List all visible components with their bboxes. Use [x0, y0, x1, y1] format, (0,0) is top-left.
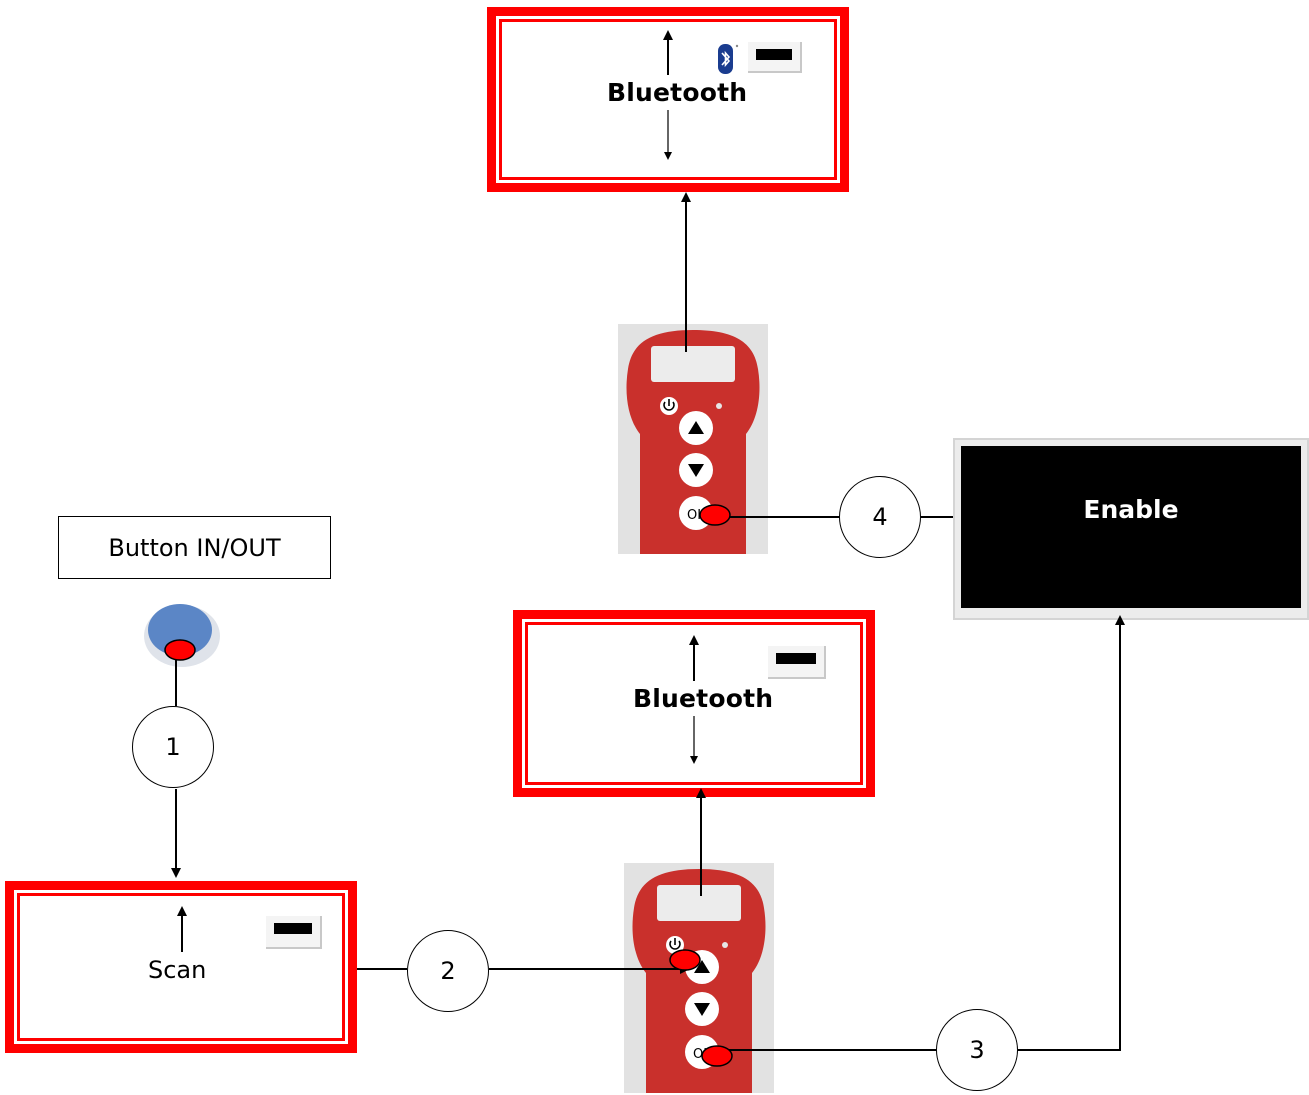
step-number: 3: [969, 1036, 985, 1064]
step-number: 1: [165, 733, 181, 761]
step-3-circle: 3: [936, 1009, 1018, 1091]
button-inout-label: Button IN/OUT: [108, 533, 281, 562]
press-marker: [699, 504, 731, 526]
middle-bluetooth-label: Bluetooth: [633, 684, 774, 713]
frame-inner-line: [499, 19, 837, 180]
frame-inner-line: [17, 893, 345, 1041]
power-icon: [669, 938, 681, 950]
press-marker: [164, 639, 196, 661]
step-number: 4: [872, 503, 888, 531]
step-1-circle: 1: [132, 706, 214, 788]
top-bluetooth-label: Bluetooth: [607, 78, 748, 107]
scan-label: Scan: [148, 956, 207, 984]
handheld-device-bottom: OK: [624, 863, 774, 1093]
step-4-circle: 4: [839, 476, 921, 558]
enable-screen-display: [961, 446, 1301, 608]
enable-label: Enable: [1083, 495, 1179, 524]
battery-icon: [768, 646, 826, 679]
button-inout-label-box: Button IN/OUT: [58, 516, 331, 579]
frame-inner-line: [525, 622, 863, 785]
inout-physical-button: [144, 604, 220, 667]
bluetooth-icon: [718, 44, 739, 74]
step-number: 2: [440, 957, 456, 985]
press-marker: [669, 949, 701, 971]
step-2-circle: 2: [407, 930, 489, 1012]
press-marker: [701, 1045, 733, 1067]
battery-icon: [266, 916, 322, 949]
connector-arrow: [1018, 615, 1125, 1051]
enable-screen: Enable: [953, 438, 1309, 620]
handheld-device-top: OK: [618, 324, 768, 554]
power-icon: [663, 399, 675, 411]
battery-icon: [748, 42, 802, 73]
